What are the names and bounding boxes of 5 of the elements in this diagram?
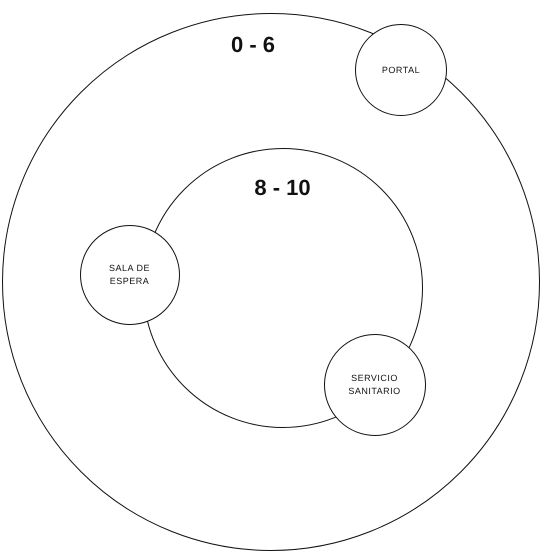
zone-label: 8 - 10 — [254, 174, 311, 200]
room-label: PORTAL — [382, 64, 420, 76]
room-label: SALA DE ESPERA — [108, 262, 152, 288]
room-label: SERVICIO SANITARIO — [347, 372, 402, 398]
zone-label: 0 - 6 — [230, 32, 276, 58]
